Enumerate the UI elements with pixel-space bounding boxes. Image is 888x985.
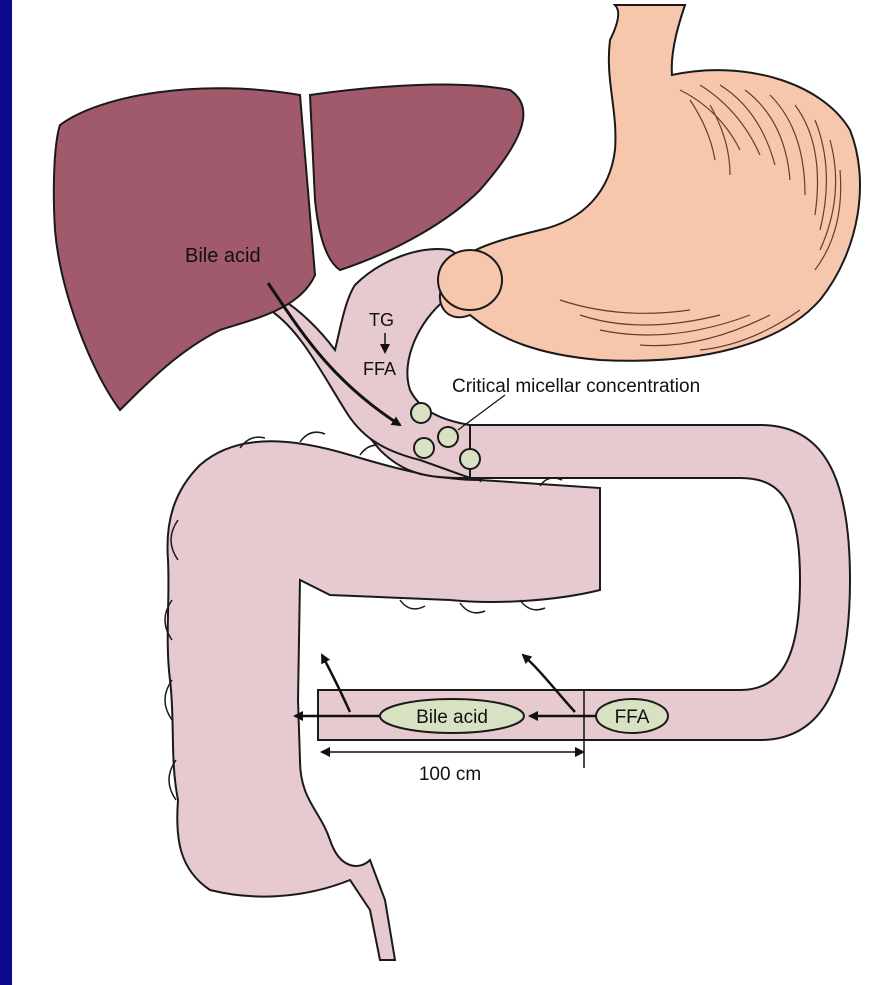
label-bile-acid-ileum: Bile acid	[416, 707, 488, 728]
label-bile-acid-liver: Bile acid	[185, 245, 261, 267]
liver-right-lobe	[310, 85, 523, 270]
label-distance: 100 cm	[419, 764, 481, 785]
label-ffa-duodenum: FFA	[363, 359, 396, 379]
label-tg: TG	[369, 310, 394, 330]
micelle-3	[414, 438, 434, 458]
micelle-2	[438, 427, 458, 447]
stomach	[440, 5, 860, 361]
label-cmc: Critical micellar concentration	[452, 376, 700, 397]
label-ffa-ileum: FFA	[615, 707, 650, 728]
micelle-4	[460, 449, 480, 469]
pylorus	[438, 250, 502, 310]
micelle-1	[411, 403, 431, 423]
